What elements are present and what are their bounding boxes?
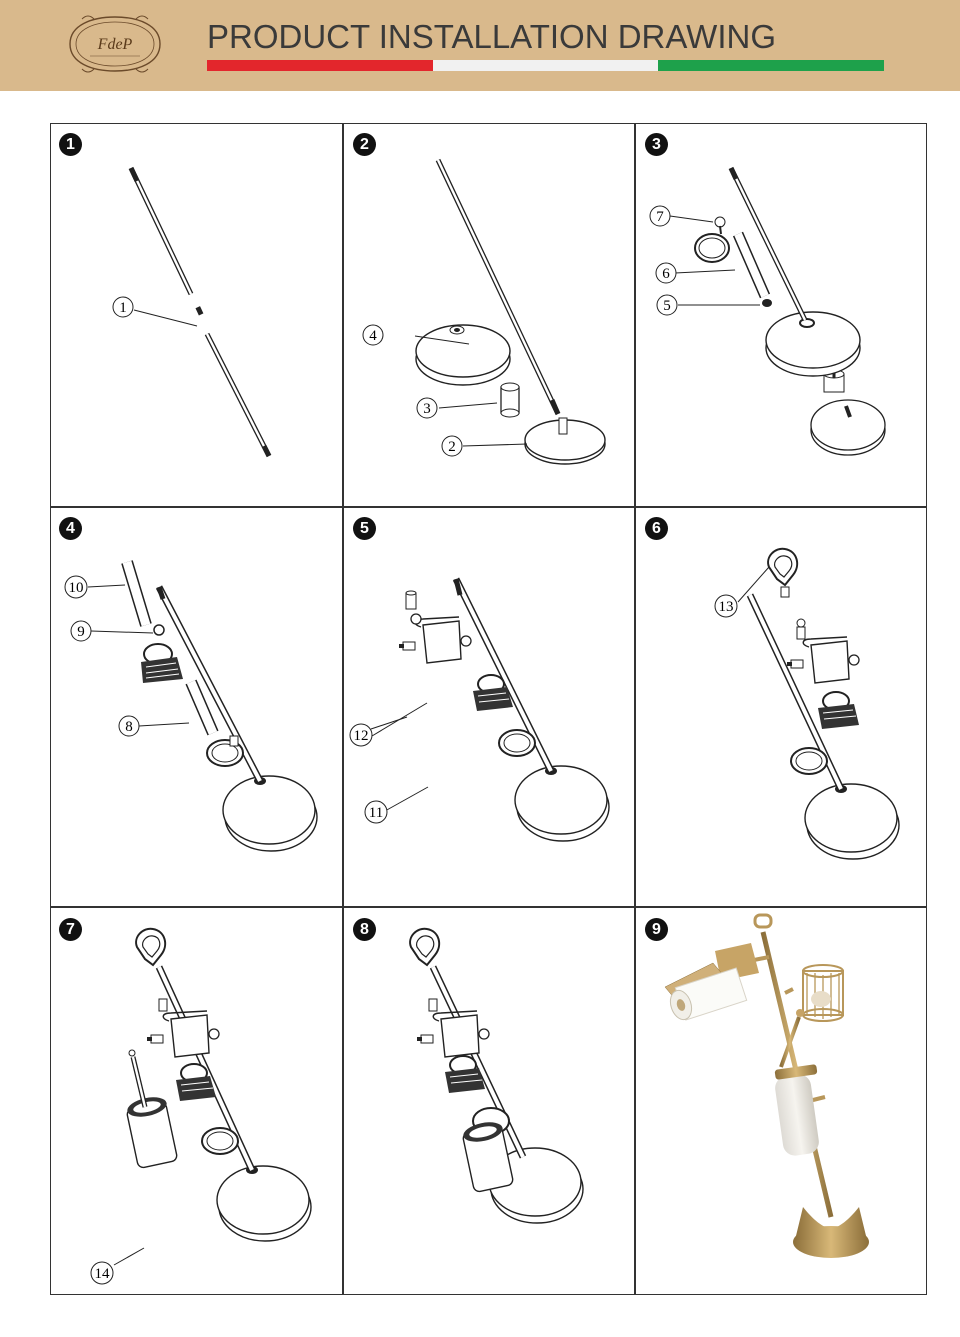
part-label: 10 bbox=[64, 575, 88, 599]
step-number-badge: 6 bbox=[645, 517, 668, 540]
finished-product-image bbox=[664, 913, 869, 1258]
part-label: 9 bbox=[70, 620, 92, 642]
svg-text:9: 9 bbox=[77, 624, 85, 640]
part-label: 11 bbox=[364, 800, 388, 824]
svg-text:5: 5 bbox=[663, 298, 671, 314]
step-panel-2: 2 4 3 bbox=[343, 124, 634, 506]
svg-text:FdeP: FdeP bbox=[97, 36, 133, 53]
step-1-drawing: 1 bbox=[112, 166, 272, 458]
step-4-drawing: 10 9 8 bbox=[64, 560, 318, 852]
step-panel-4: 4 bbox=[51, 507, 342, 906]
svg-text:4: 4 bbox=[369, 328, 377, 344]
part-label: 12 bbox=[349, 723, 373, 747]
step-number-badge: 7 bbox=[59, 918, 82, 941]
svg-text:6: 6 bbox=[662, 266, 670, 282]
step-number-badge: 9 bbox=[645, 918, 668, 941]
step-number-badge: 3 bbox=[645, 133, 668, 156]
part-label: 4 bbox=[362, 324, 384, 346]
svg-text:3: 3 bbox=[423, 401, 431, 417]
step-3-drawing: 7 6 5 bbox=[649, 166, 886, 456]
step-panel-1: 1 1 bbox=[51, 124, 342, 506]
flag-stripe-white bbox=[433, 60, 658, 71]
svg-text:8: 8 bbox=[125, 719, 133, 735]
part-label: 5 bbox=[656, 294, 678, 316]
step-8-drawing bbox=[409, 927, 584, 1224]
svg-text:13: 13 bbox=[719, 599, 734, 615]
step-panel-5: 5 bbox=[343, 507, 634, 906]
part-label: 8 bbox=[118, 715, 140, 737]
part-label: 14 bbox=[90, 1261, 114, 1285]
svg-text:12: 12 bbox=[354, 728, 369, 744]
svg-text:11: 11 bbox=[369, 805, 383, 821]
svg-text:2: 2 bbox=[448, 439, 456, 455]
step-2-drawing: 4 3 2 bbox=[362, 158, 606, 465]
header-banner: FdeP PRODUCT INSTALLATION DRAWING bbox=[0, 0, 960, 91]
step-7-drawing: 14 bbox=[90, 927, 312, 1285]
part-label: 13 bbox=[714, 594, 738, 618]
step-number-badge: 8 bbox=[353, 918, 376, 941]
part-label: 3 bbox=[416, 397, 438, 419]
step-panel-7: 7 bbox=[51, 907, 342, 1296]
svg-text:1: 1 bbox=[119, 300, 127, 316]
grid-divider bbox=[342, 124, 344, 1294]
step-6-drawing: 13 bbox=[714, 547, 900, 860]
grid-divider bbox=[634, 124, 636, 1294]
step-panel-8: 8 bbox=[343, 907, 634, 1296]
step-panel-3: 3 bbox=[635, 124, 928, 506]
step-number-badge: 5 bbox=[353, 517, 376, 540]
flag-stripe-red bbox=[207, 60, 433, 71]
svg-text:10: 10 bbox=[69, 580, 84, 596]
installation-grid: 1 1 2 bbox=[50, 123, 927, 1295]
page-title: PRODUCT INSTALLATION DRAWING bbox=[207, 18, 776, 55]
svg-text:7: 7 bbox=[656, 209, 664, 225]
step-number-badge: 1 bbox=[59, 133, 82, 156]
grid-divider bbox=[51, 506, 926, 508]
part-label: 6 bbox=[655, 262, 677, 284]
brand-logo: FdeP bbox=[69, 15, 161, 73]
step-panel-9: 9 bbox=[635, 907, 928, 1296]
part-label: 7 bbox=[649, 205, 671, 227]
step-5-drawing: 12 11 bbox=[349, 577, 610, 842]
grid-divider bbox=[51, 906, 926, 908]
step-number-badge: 4 bbox=[59, 517, 82, 540]
step-number-badge: 2 bbox=[353, 133, 376, 156]
svg-text:14: 14 bbox=[95, 1266, 111, 1282]
flag-stripe-green bbox=[658, 60, 884, 71]
step-panel-6: 6 bbox=[635, 507, 928, 906]
part-label: 2 bbox=[441, 435, 463, 457]
part-label: 1 bbox=[112, 296, 134, 318]
